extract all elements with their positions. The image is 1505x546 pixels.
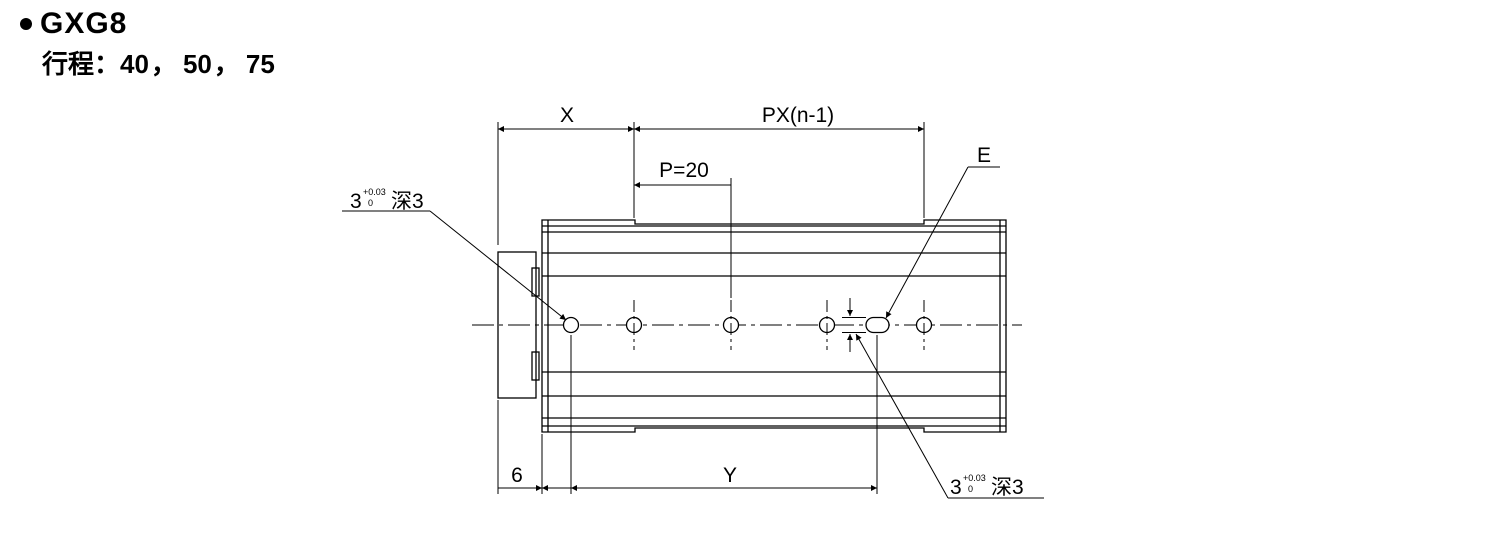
callout-main: 3 [950,476,962,499]
dim-x-label: X [560,104,574,127]
slide-body [541,219,1007,433]
stroke-value-75: 75 [245,49,275,79]
title-row: GXG8 [20,4,275,44]
hole-center-marks [633,300,925,350]
stroke-value-50: 50 [182,49,212,79]
callout-tol-lower: 0 [368,198,373,208]
stroke-row: 行程：40，50，75 [42,44,275,81]
leader-lines [342,166,1044,499]
pin-hole-left [562,316,580,334]
extension-lines [497,122,925,494]
holes [562,316,933,334]
dim-p-label: P=20 [659,159,709,182]
dimension-lines [498,126,924,491]
model-title: GXG8 [40,7,128,40]
callout-suffix: 深3 [391,190,424,213]
callout-main: 3 [350,190,362,213]
callout-tol-lower: 0 [968,484,973,494]
stroke-value-40: 40 [120,49,149,79]
dim-6-label: 6 [511,464,523,487]
callout-tol-upper: +0.03 [363,187,386,197]
hole-callout-right: 3 +0.03 0 深3 [950,473,1024,499]
callout-tol-upper: +0.03 [963,473,986,483]
hole-callout-left: 3 +0.03 0 深3 [350,187,424,213]
header: GXG8 行程：40，50，75 [20,4,275,81]
dim-e-label: E [977,144,991,167]
bullet-icon [20,18,32,30]
dim-px-label: PX(n-1) [762,104,834,127]
dim-y-label: Y [723,464,737,487]
slot-hole [865,316,890,334]
stroke-label: 行程： [42,50,121,80]
stroke-separator: ， [150,50,177,80]
stroke-separator: ， [213,50,240,80]
callout-suffix: 深3 [991,476,1024,499]
